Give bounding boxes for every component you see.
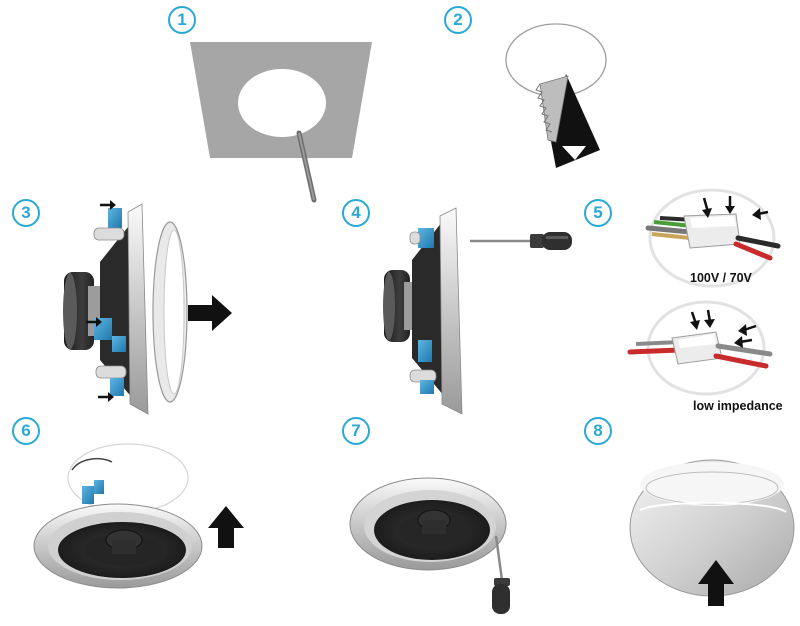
step-badge-8: 8 [584,417,612,445]
step-badge-5: 5 [584,199,612,227]
step6-speaker-install [33,443,244,589]
label-100v-70v: 100V / 70V [690,271,752,285]
step3-speaker-side [63,200,232,415]
step-badge-2: 2 [444,6,472,34]
label-low-impedance: low impedance [693,399,783,413]
step5-connector-100v [645,188,781,288]
step-badge-6: 6 [12,417,40,445]
step4-speaker-screwdriver [383,207,572,415]
step-badge-1: 1 [168,6,196,34]
step5-connector-low-impedance [627,300,773,396]
step2-saw-cutting [505,23,607,168]
step7-speaker-fasten [349,477,510,614]
step1-ceiling-panel [190,42,372,203]
step-badge-3: 3 [12,199,40,227]
step8-grille-mounted [629,459,795,606]
step-badge-4: 4 [342,199,370,227]
step-badge-7: 7 [342,417,370,445]
